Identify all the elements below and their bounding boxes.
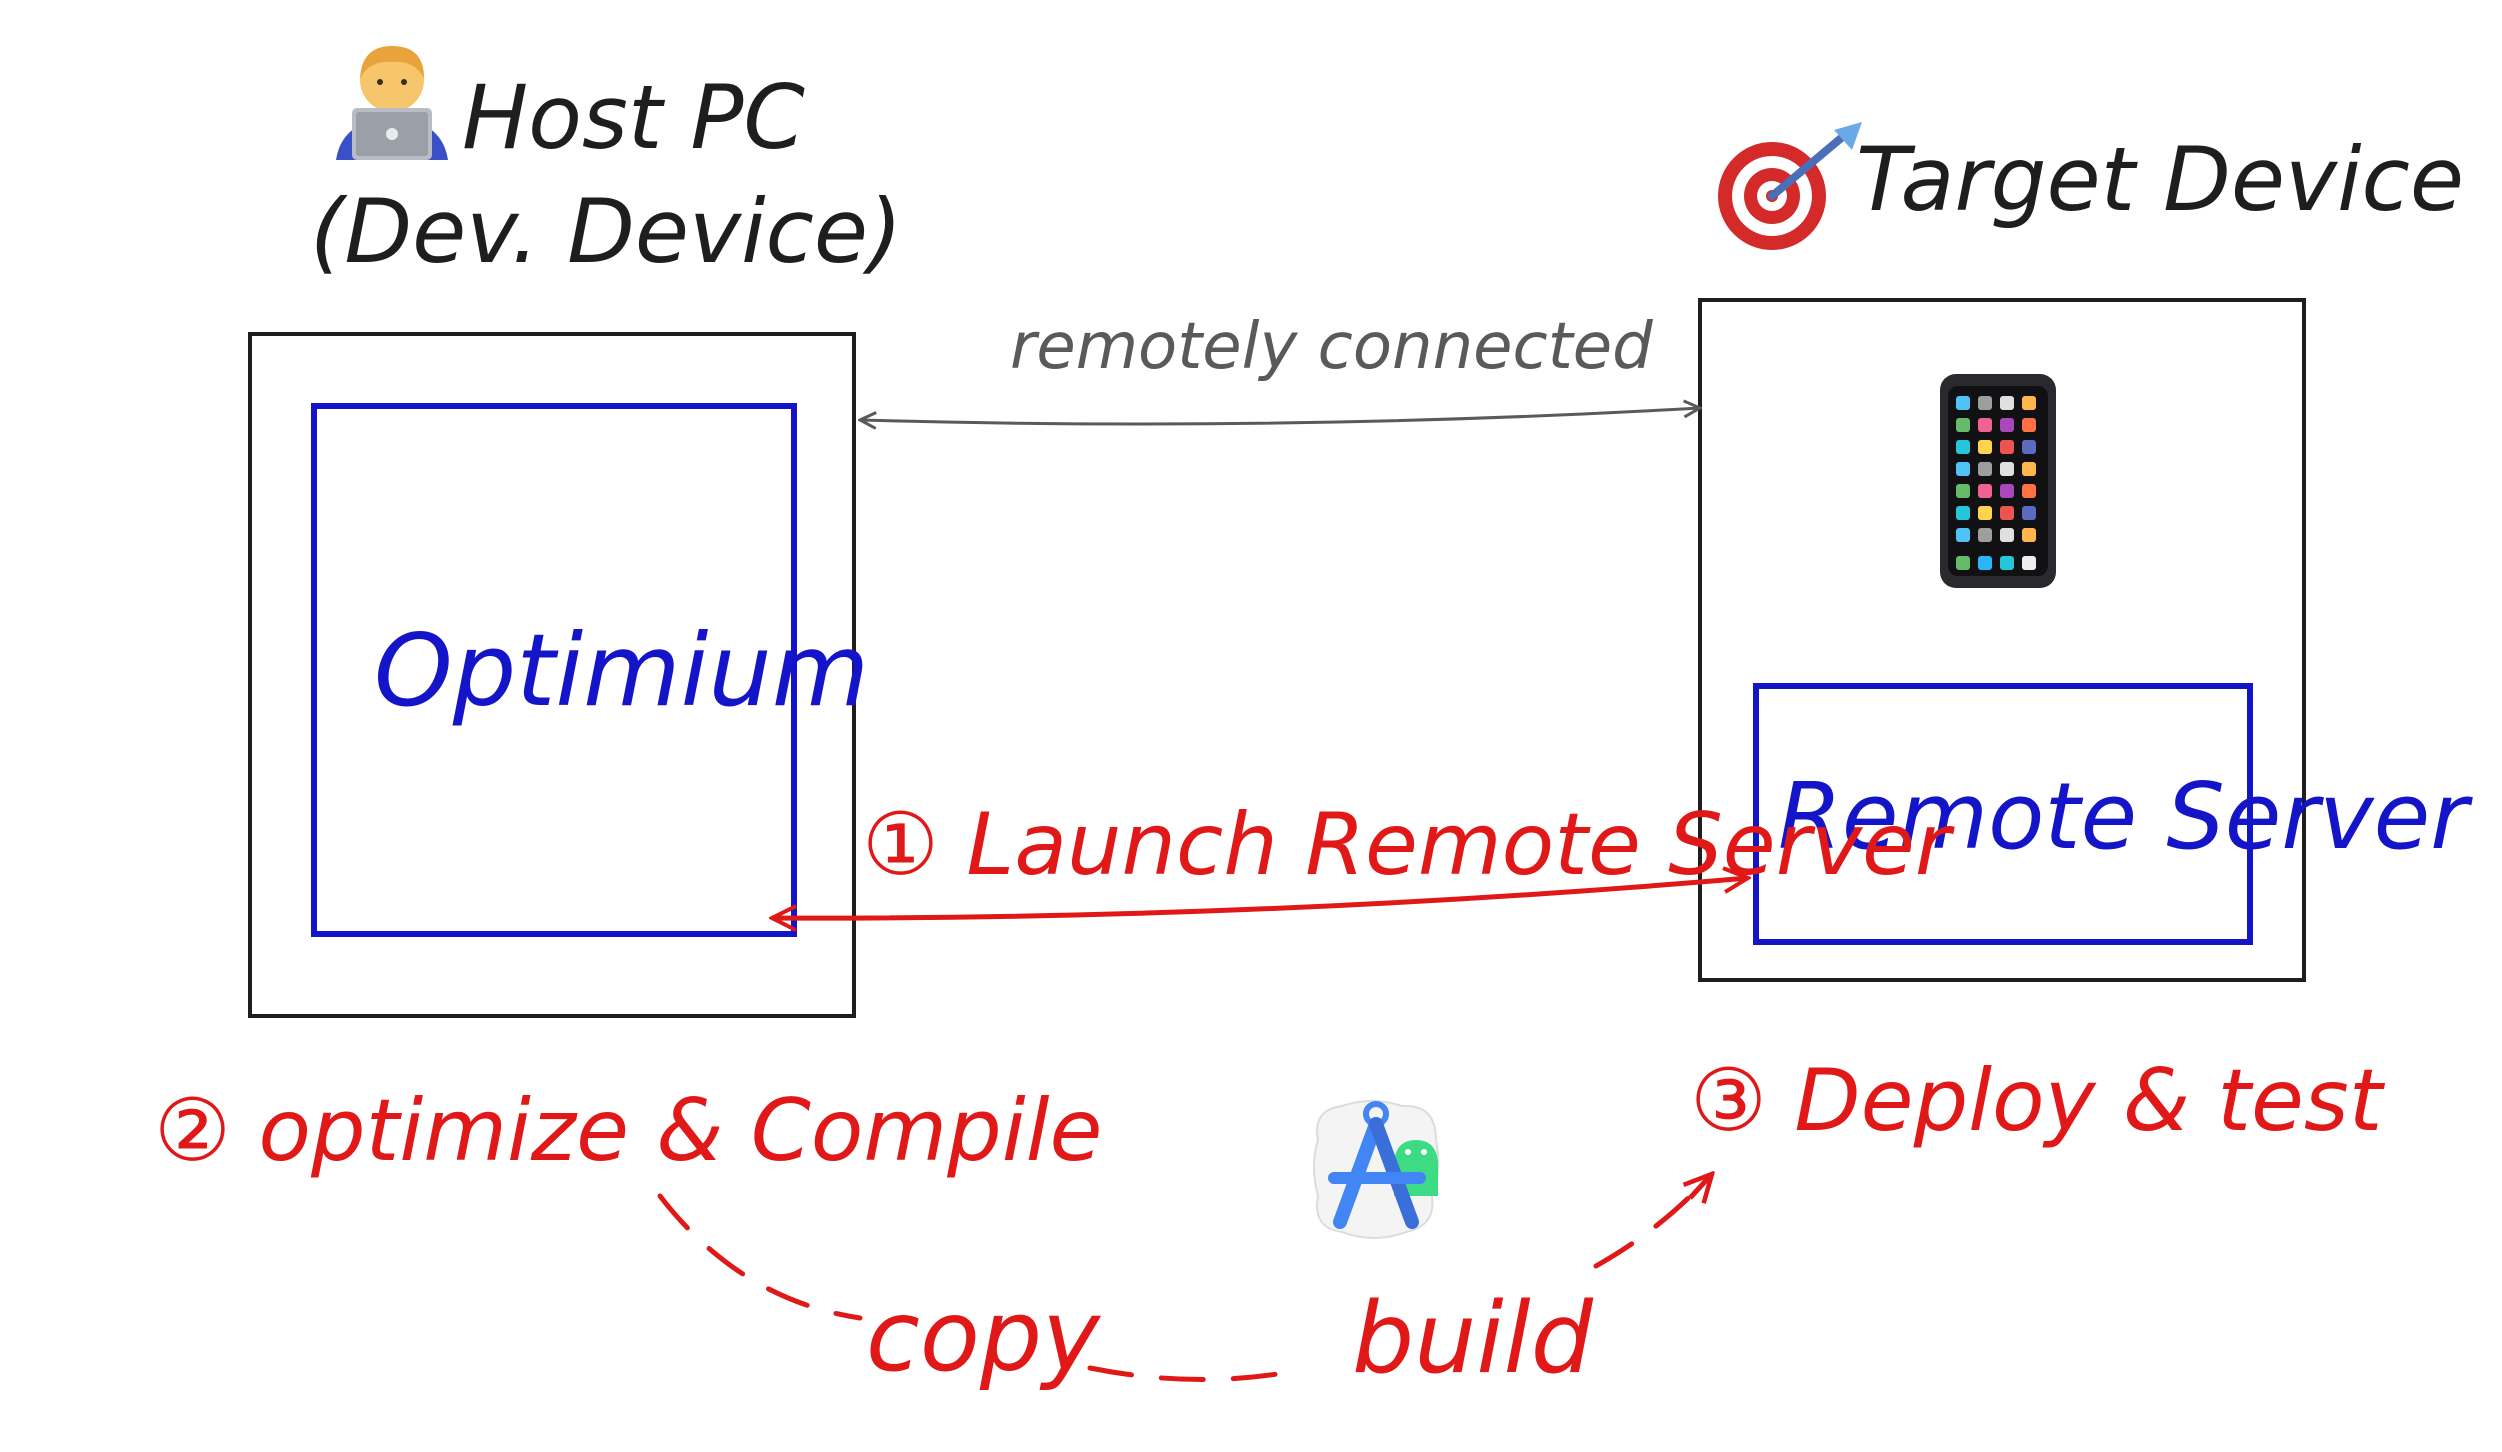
app-icon [2000, 418, 2014, 432]
build-label: build [1352, 1282, 1594, 1396]
app-icon [1956, 462, 1970, 476]
app-icon [1978, 418, 1992, 432]
optimize-compile-label: ② optimize & Compile [154, 1081, 1102, 1181]
app-icon [2022, 440, 2036, 454]
smartphone-icon [1940, 374, 2056, 588]
app-icon [2022, 418, 2036, 432]
app-icon [2000, 484, 2014, 498]
app-icon [2022, 528, 2036, 542]
optimium-label: Optimium [374, 612, 869, 729]
copy-build-dashed-arrow [657, 1175, 1711, 1383]
app-icon [2022, 462, 2036, 476]
launch-remote-server-label: ① Launch Remote Server [862, 795, 1955, 895]
app-icon [1956, 418, 1970, 432]
host-title-line1: Host PC [462, 66, 805, 169]
host-title-line2: (Dev. Device) [310, 180, 902, 283]
app-icon [2000, 396, 2014, 410]
app-icon [2022, 506, 2036, 520]
dock-app-icon [1978, 556, 1992, 570]
app-icon [2022, 484, 2036, 498]
app-icon [2000, 506, 2014, 520]
copy-build-arrowhead-anchor [1690, 1174, 1712, 1198]
target-device-box [1698, 298, 2306, 982]
technologist-laptop-icon [336, 46, 448, 160]
app-icon [1978, 462, 1992, 476]
app-icon [2000, 440, 2014, 454]
app-icon [2022, 396, 2036, 410]
app-icon [2000, 462, 2014, 476]
app-icon [1978, 528, 1992, 542]
remote-server-label: Remote Server [1778, 763, 2473, 870]
launch-remote-server-arrow [772, 878, 1748, 918]
dock-app-icon [2000, 556, 2014, 570]
dock-app-icon [1956, 556, 1970, 570]
target-dart-icon [1718, 122, 1862, 250]
host-pc-box [248, 332, 856, 1018]
remote-server-box [1753, 683, 2253, 945]
app-icon [1978, 484, 1992, 498]
dock-app-icon [2022, 556, 2036, 570]
deploy-test-label: ③ Deploy & test [1690, 1051, 2386, 1151]
remotely-connected-label: remotely connected [1010, 310, 1653, 384]
android-studio-icon [1313, 1100, 1440, 1239]
app-icon [1956, 440, 1970, 454]
target-title: Target Device [1856, 128, 2464, 231]
optimium-box [311, 403, 797, 937]
app-icon [1956, 484, 1970, 498]
app-icon [1956, 506, 1970, 520]
app-icon [1978, 506, 1992, 520]
app-icon [1978, 396, 1992, 410]
app-icon [1956, 528, 1970, 542]
app-icon [2000, 528, 2014, 542]
app-icon [1978, 440, 1992, 454]
copy-label: copy [866, 1280, 1102, 1394]
remotely-connected-arrow [860, 408, 1700, 424]
app-icon [1956, 396, 1970, 410]
